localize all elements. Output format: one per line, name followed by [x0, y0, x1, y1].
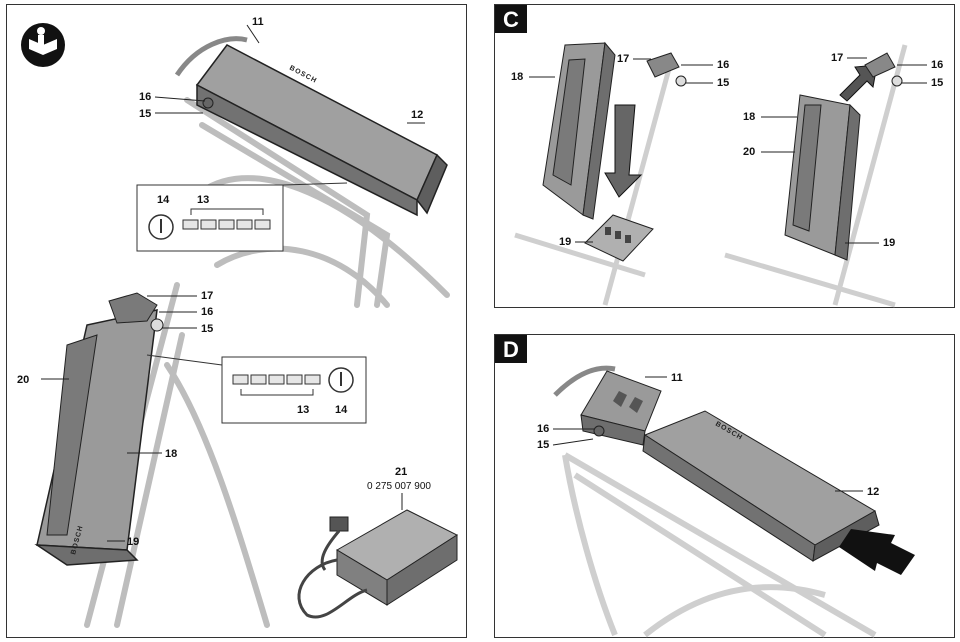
callout-16-top: 16	[139, 91, 151, 103]
callout-d-16: 16	[537, 423, 549, 435]
battery-charger: 21 0 275 007 900	[297, 466, 459, 619]
callout-11-top: 11	[252, 16, 264, 28]
battery-lock-top	[202, 97, 214, 109]
callout-d-15: 15	[537, 439, 549, 451]
callout-c-15a: 15	[717, 77, 729, 89]
lock-a	[646, 52, 687, 87]
callout-c-20b: 20	[743, 146, 755, 158]
charger-plug	[329, 516, 349, 532]
frame-battery-bottom: BOSCH	[34, 309, 158, 566]
callout-15-bottom: 15	[201, 323, 213, 335]
callouts-d: 11 16 15 12	[537, 372, 879, 498]
luggage-rack-d	[562, 452, 877, 638]
panel-c-label-box	[495, 5, 527, 33]
callout-18-bottom: 18	[165, 448, 177, 460]
callout-c-15b: 15	[931, 77, 943, 89]
lock-assembly-bottom	[108, 292, 164, 332]
charge-indicator-inset-bottom: 13 14	[146, 354, 367, 424]
callout-15-top: 15	[139, 108, 151, 120]
battery-b	[784, 94, 861, 261]
rack-mount-d	[580, 370, 662, 446]
callout-17-bottom: 17	[201, 290, 213, 302]
callout-c-18b: 18	[743, 111, 755, 123]
battery-lock-d	[593, 425, 605, 437]
callouts-top: 11 12 15 16	[139, 16, 425, 124]
panel-c: C 17 16 15 18	[494, 4, 955, 308]
charger-part-number: 0 275 007 900	[367, 481, 431, 492]
panel-c-illustration: C 17 16 15 18	[495, 5, 943, 308]
callout-19-bottom: 19	[127, 536, 139, 548]
battery-mount-a	[584, 214, 654, 262]
callout-13-bottom: 13	[297, 404, 309, 416]
left-panel-illustration: BOSCH 11 12 15 16 13 14	[17, 16, 459, 628]
callouts-bottom: 17 16 15 20 18 19	[17, 290, 213, 548]
callout-c-16b: 16	[931, 59, 943, 71]
callout-d-11: 11	[671, 372, 683, 384]
left-panel: BOSCH 11 12 15 16 13 14	[6, 4, 467, 638]
read-manual-icon	[21, 23, 65, 67]
luggage-rack-top	[184, 97, 450, 308]
cable-top	[174, 36, 248, 77]
callout-c-19a: 19	[559, 236, 571, 248]
charger-callout: 21	[395, 466, 407, 478]
panel-c-letter: C	[503, 7, 519, 32]
callout-20-bottom: 20	[17, 374, 29, 386]
panel-d-illustration: D BOSCH 11 16 15 12	[495, 335, 915, 638]
callout-14-bottom: 14	[335, 404, 348, 416]
push-in-arrow	[839, 529, 915, 575]
frame-tubes-c	[514, 44, 908, 308]
panel-d: D BOSCH 11 16 15 12	[494, 334, 955, 638]
callout-16-bottom: 16	[201, 306, 213, 318]
callout-c-18a: 18	[511, 71, 523, 83]
battery-a	[542, 41, 616, 220]
cable-d	[553, 365, 616, 397]
callout-13-top: 13	[197, 194, 209, 206]
panel-d-letter: D	[503, 337, 519, 362]
charge-leds	[182, 219, 271, 230]
callout-12-top: 12	[411, 109, 423, 121]
callout-c-19b: 19	[883, 237, 895, 249]
callout-c-16a: 16	[717, 59, 729, 71]
callout-c-17a: 17	[617, 53, 629, 65]
panel-d-label-box	[495, 335, 527, 363]
callout-d-12: 12	[867, 486, 879, 498]
insert-arrow-down	[604, 104, 643, 198]
charge-indicator-inset-top: 13 14	[136, 182, 348, 252]
callouts-c: 17 16 15 18 19 17 16 15 18 20 19	[511, 52, 943, 249]
callout-c-17b: 17	[831, 52, 843, 64]
lock-b	[864, 52, 903, 87]
callout-14-top: 14	[157, 194, 170, 206]
